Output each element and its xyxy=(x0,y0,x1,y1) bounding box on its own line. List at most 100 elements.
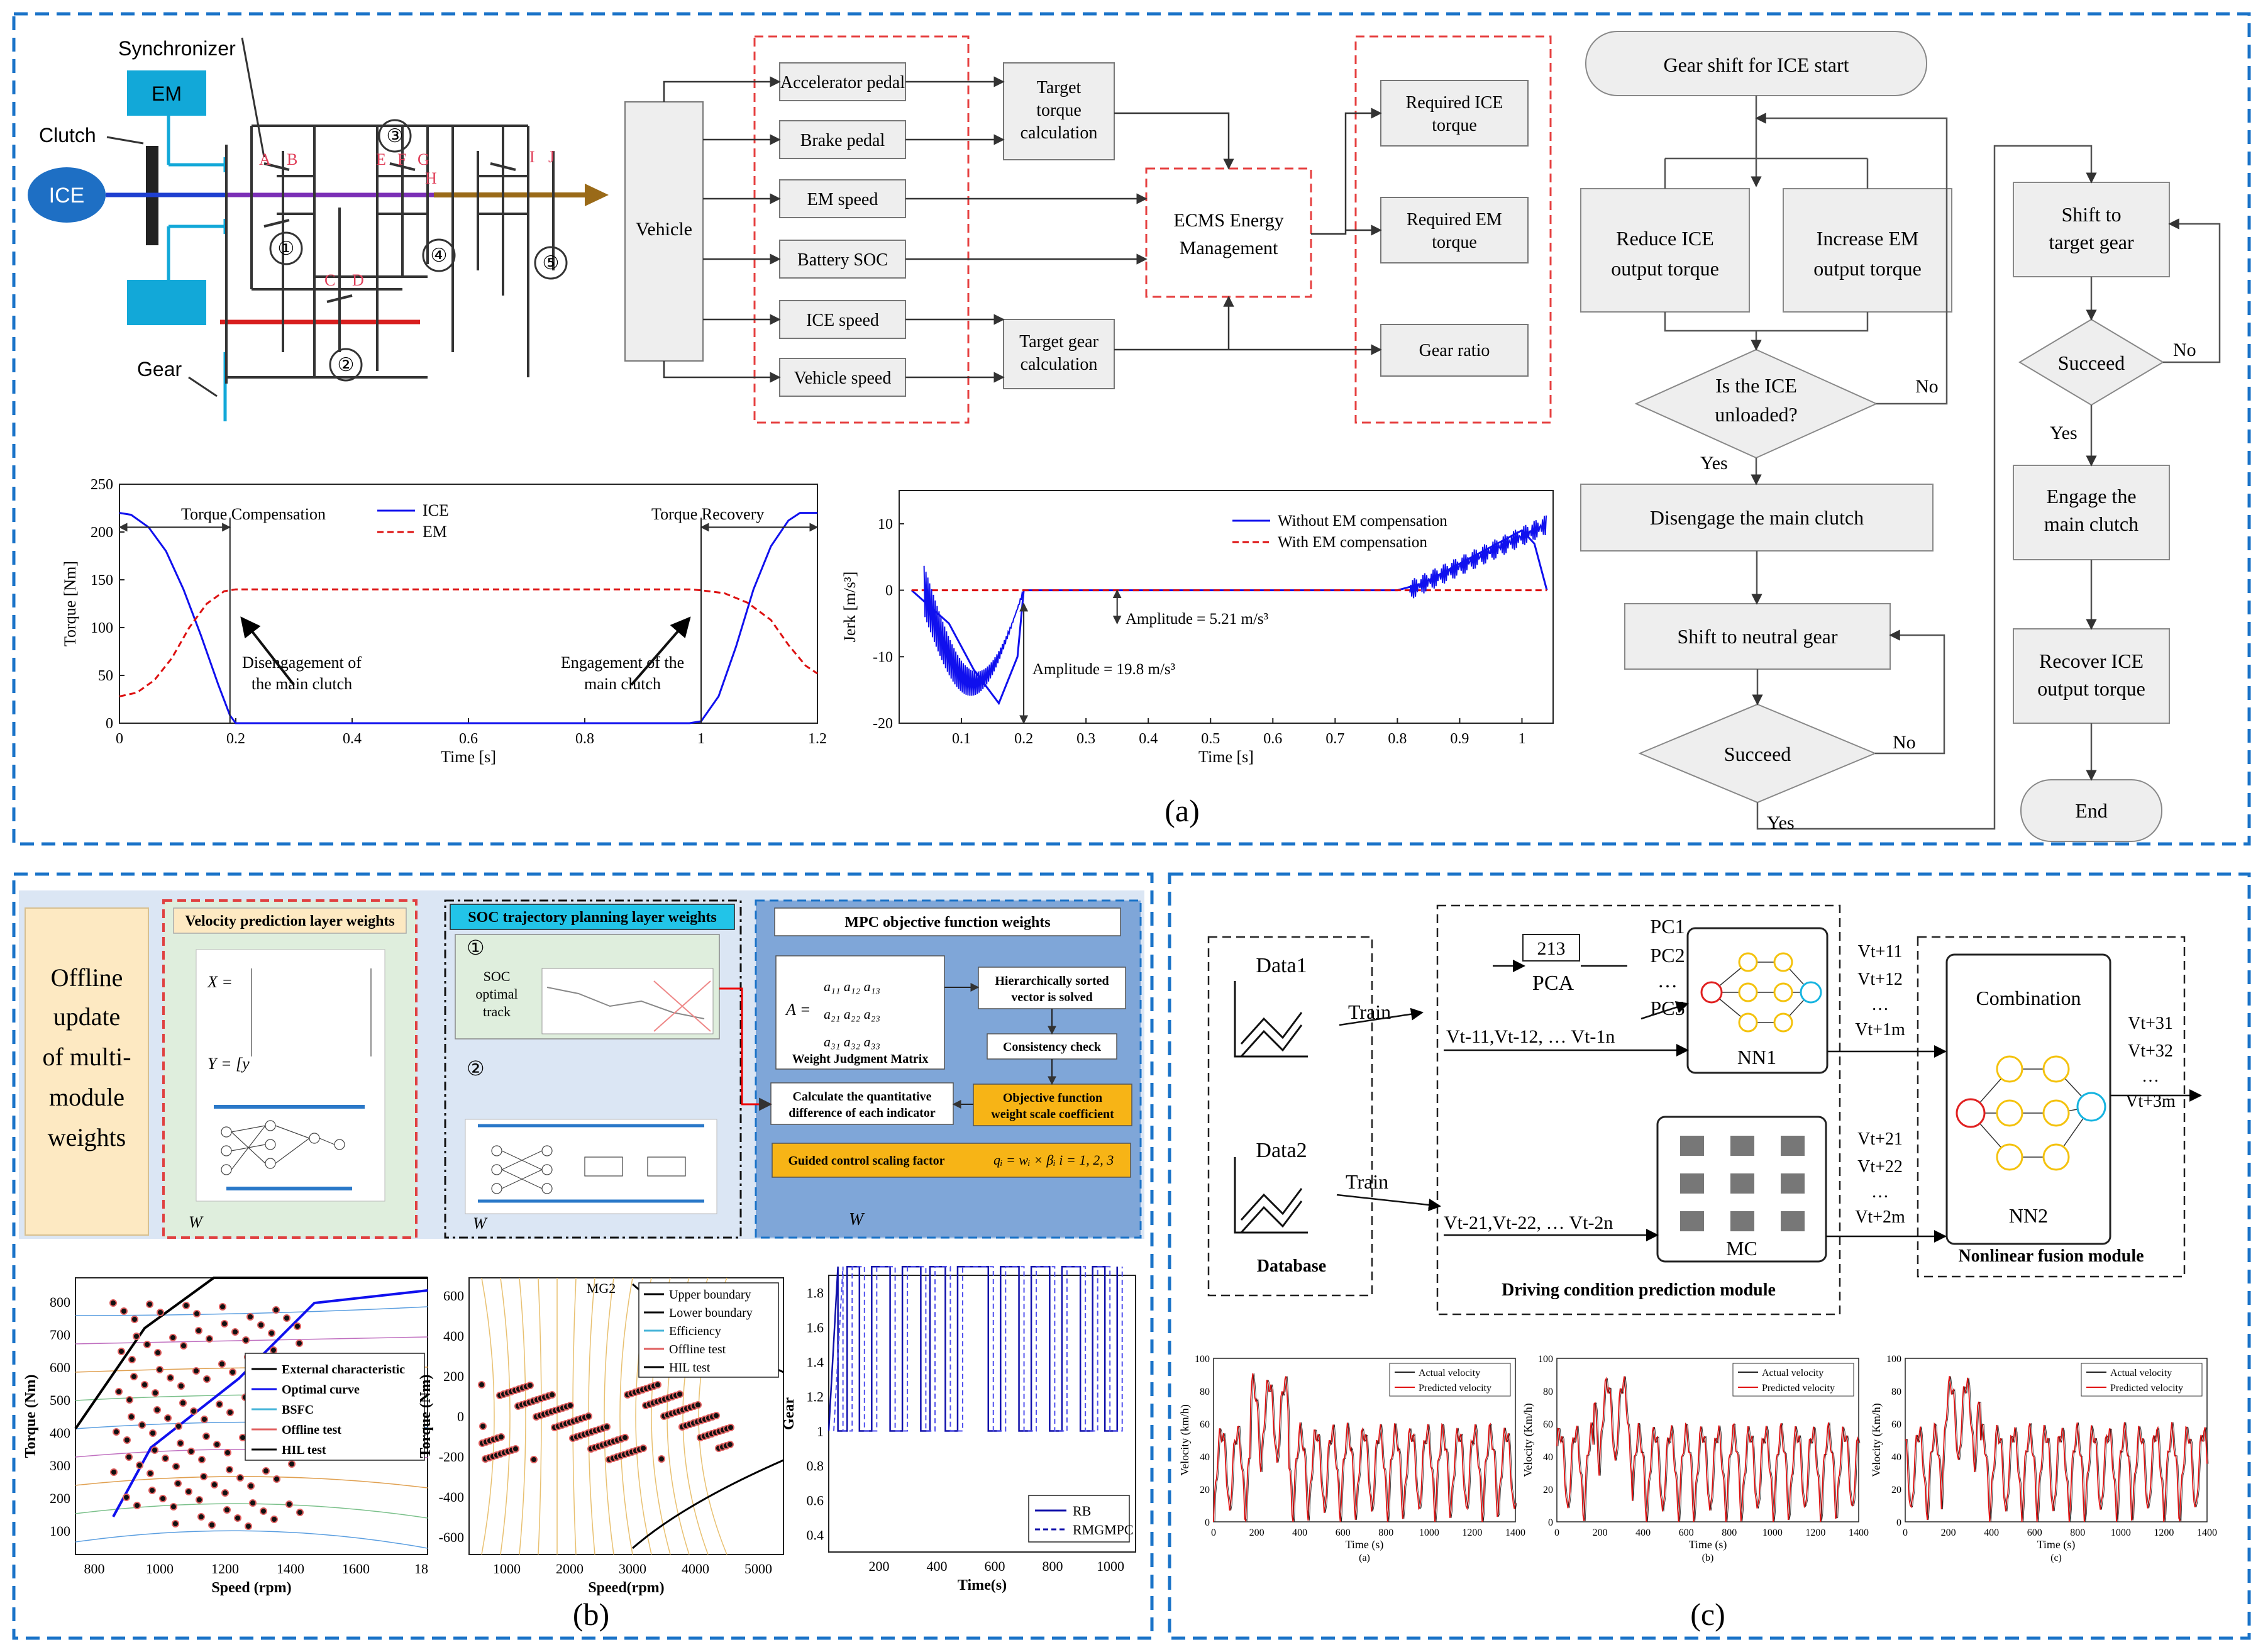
test-point xyxy=(226,1409,234,1416)
legend-label: Offline test xyxy=(282,1423,341,1437)
svg-text:Vt-11,Vt-12, … Vt-1n: Vt-11,Vt-12, … Vt-1n xyxy=(1446,1026,1615,1047)
svg-text:Data1: Data1 xyxy=(1256,954,1307,977)
svg-text:NN2: NN2 xyxy=(2009,1204,2048,1227)
x-tick-label: 1200 xyxy=(1805,1527,1825,1538)
svg-text:…: … xyxy=(1871,1182,1889,1202)
offline-box xyxy=(25,907,149,1236)
x-tick-label: 0 xyxy=(116,731,123,747)
test-point xyxy=(141,1381,148,1389)
test-point xyxy=(208,1521,216,1529)
x-axis-label: Speed(rpm) xyxy=(588,1580,664,1596)
test-point xyxy=(676,1390,683,1398)
svg-text:PC1: PC1 xyxy=(1650,915,1685,938)
svg-text:weights: weights xyxy=(48,1123,126,1151)
y-tick-label: 100 xyxy=(1886,1354,1901,1365)
svg-text:Guided control scaling factor: Guided control scaling factor xyxy=(788,1154,944,1168)
ecms-input-label: Vehicle speed xyxy=(794,369,892,388)
y-tick-label: 0 xyxy=(1896,1517,1901,1528)
svg-text:A =: A = xyxy=(785,1001,811,1019)
y-tick-label: 60 xyxy=(1543,1419,1553,1430)
predicted-velocity-line xyxy=(1213,1373,1516,1523)
panel-b-label: (b) xyxy=(573,1597,609,1632)
predicted-velocity-line xyxy=(1905,1376,2208,1522)
svg-text:213: 213 xyxy=(1537,938,1566,959)
x-tick-label: 400 xyxy=(1635,1527,1651,1538)
legend-label: With EM compensation xyxy=(1278,534,1427,551)
x-tick-label: 0.7 xyxy=(1325,731,1344,747)
y-tick-label: 60 xyxy=(1200,1419,1210,1430)
test-point xyxy=(603,1423,611,1431)
y-axis-label: Torque (Nm) xyxy=(23,1375,39,1458)
legend-label: Lower boundary xyxy=(669,1306,753,1320)
svg-text:Yes: Yes xyxy=(1700,453,1728,474)
test-point xyxy=(128,1413,135,1421)
svg-text:Train: Train xyxy=(1348,1001,1391,1023)
svg-text:Velocity prediction layer weig: Velocity prediction layer weights xyxy=(185,913,395,929)
legend-label: Predicted velocity xyxy=(2110,1383,2183,1394)
powertrain-labels: ICE EM Clutch Synchronizer Gear A B C D … xyxy=(39,37,559,380)
svg-text:Yes: Yes xyxy=(1767,812,1795,833)
test-point xyxy=(148,1487,156,1494)
test-point xyxy=(201,1416,208,1423)
test-point xyxy=(202,1433,210,1440)
svg-text:main clutch: main clutch xyxy=(2044,513,2139,535)
svg-text:qᵢ = wᵢ × βᵢ i = 1, 2, 3: qᵢ = wᵢ × βᵢ i = 1, 2, 3 xyxy=(993,1152,1114,1168)
svg-text:Shift to neutral gear: Shift to neutral gear xyxy=(1677,625,1837,648)
x-tick-label: 5000 xyxy=(744,1561,772,1577)
svg-text:weight scale coefficient: weight scale coefficient xyxy=(991,1107,1114,1121)
svg-text:PC2: PC2 xyxy=(1650,944,1685,967)
predicted-velocity-line xyxy=(1556,1376,1859,1522)
test-point xyxy=(193,1310,201,1317)
bsfc-contour xyxy=(75,1476,428,1488)
x-tick-label: 1200 xyxy=(1462,1527,1482,1538)
x-tick-label: 1200 xyxy=(211,1561,239,1577)
y-tick-label: 40 xyxy=(1543,1452,1553,1463)
test-point xyxy=(213,1441,221,1448)
sync-letter: I xyxy=(529,148,535,166)
panel-b-frame xyxy=(12,872,1154,1640)
x-tick-label: 1000 xyxy=(146,1561,174,1577)
svg-text:Succeed: Succeed xyxy=(2058,352,2125,374)
x-axis-label: Time (s) xyxy=(2037,1538,2076,1551)
svg-text:Database: Database xyxy=(1257,1256,1326,1276)
test-point xyxy=(125,1453,133,1461)
svg-text:calculation: calculation xyxy=(1021,123,1098,143)
svg-text:unloaded?: unloaded? xyxy=(1715,403,1798,426)
clutch-label: Clutch xyxy=(39,124,96,147)
test-point xyxy=(115,1388,123,1395)
svg-text:Offline: Offline xyxy=(51,963,123,992)
test-point xyxy=(585,1412,592,1420)
fc-engage xyxy=(2013,465,2170,560)
y-tick-label: 100 xyxy=(1195,1354,1210,1365)
annotation-arrow xyxy=(630,616,691,686)
test-point xyxy=(236,1474,244,1482)
x-tick-label: 600 xyxy=(1679,1527,1694,1538)
x-tick-label: 18 xyxy=(414,1561,428,1577)
panel-c-frame xyxy=(1168,872,2251,1640)
x-tick-label: 1400 xyxy=(1505,1527,1525,1538)
test-point xyxy=(285,1500,293,1508)
gear-label: Gear xyxy=(137,358,182,380)
legend-label: ICE xyxy=(423,501,449,519)
test-point xyxy=(296,1509,304,1516)
gear-num: ③ xyxy=(387,126,404,147)
svg-text:Required EM: Required EM xyxy=(1407,210,1502,230)
x-tick-label: 1000 xyxy=(1097,1558,1124,1574)
test-point xyxy=(110,1468,118,1476)
svg-text:Hierarchically sorted: Hierarchically sorted xyxy=(995,974,1109,988)
test-point xyxy=(177,1382,185,1390)
x-tick-label: 800 xyxy=(84,1561,105,1577)
legend-label: HIL test xyxy=(282,1443,326,1457)
nn2-box xyxy=(1945,953,2111,1245)
test-point xyxy=(167,1374,174,1382)
test-point xyxy=(118,1348,125,1355)
test-point xyxy=(221,1320,228,1328)
y-tick-label: 400 xyxy=(443,1328,464,1344)
sync-letter: B xyxy=(287,150,297,169)
test-point xyxy=(138,1421,146,1429)
test-point xyxy=(249,1499,257,1507)
sync-letter: E xyxy=(376,150,386,169)
x-tick-label: 800 xyxy=(1722,1527,1737,1538)
svg-text:output torque: output torque xyxy=(1813,257,1922,280)
y-tick-label: -20 xyxy=(873,716,893,732)
